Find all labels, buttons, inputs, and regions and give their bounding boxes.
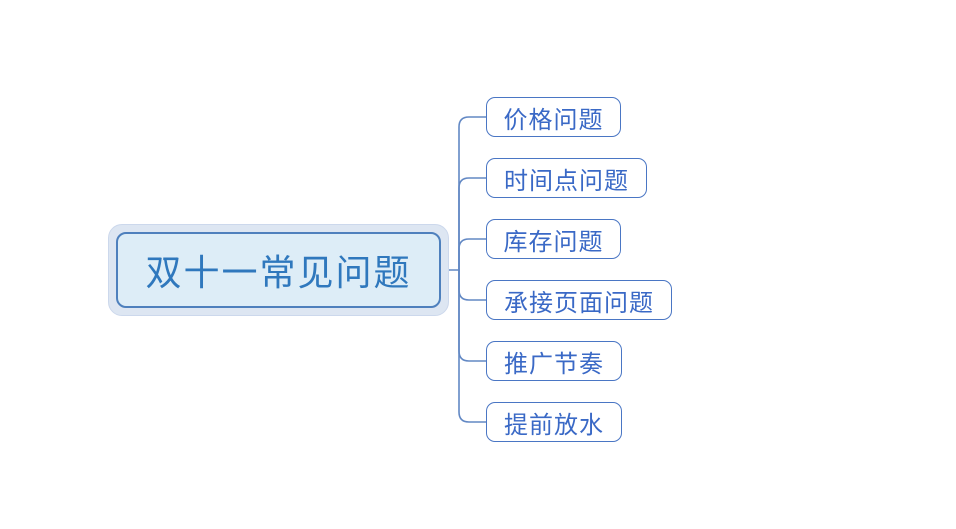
topic-node-promotion-rhythm[interactable]: 推广节奏 [486, 341, 622, 381]
topic-node-inventory[interactable]: 库存问题 [486, 219, 621, 259]
topic-node-price[interactable]: 价格问题 [486, 97, 621, 137]
topic-label: 库存问题 [503, 229, 604, 256]
branch-line [458, 269, 488, 301]
branch-line [458, 238, 488, 271]
topic-node-timing[interactable]: 时间点问题 [486, 158, 647, 198]
central-topic-node[interactable]: 双十一常见问题 [116, 232, 441, 308]
central-topic-frame: 双十一常见问题 [108, 224, 449, 316]
topic-label: 时间点问题 [504, 168, 629, 195]
topic-node-landing-page[interactable]: 承接页面问题 [486, 280, 672, 320]
branch-line [458, 116, 488, 271]
branch-line [458, 269, 488, 423]
branch-line [458, 177, 488, 271]
topic-label: 价格问题 [503, 107, 604, 134]
branch-line [458, 269, 488, 362]
topic-node-early-release[interactable]: 提前放水 [486, 402, 622, 442]
topic-label: 推广节奏 [504, 351, 604, 378]
topic-label: 提前放水 [504, 412, 604, 439]
topic-label: 承接页面问题 [504, 290, 654, 317]
central-topic-label: 双十一常见问题 [145, 253, 412, 293]
